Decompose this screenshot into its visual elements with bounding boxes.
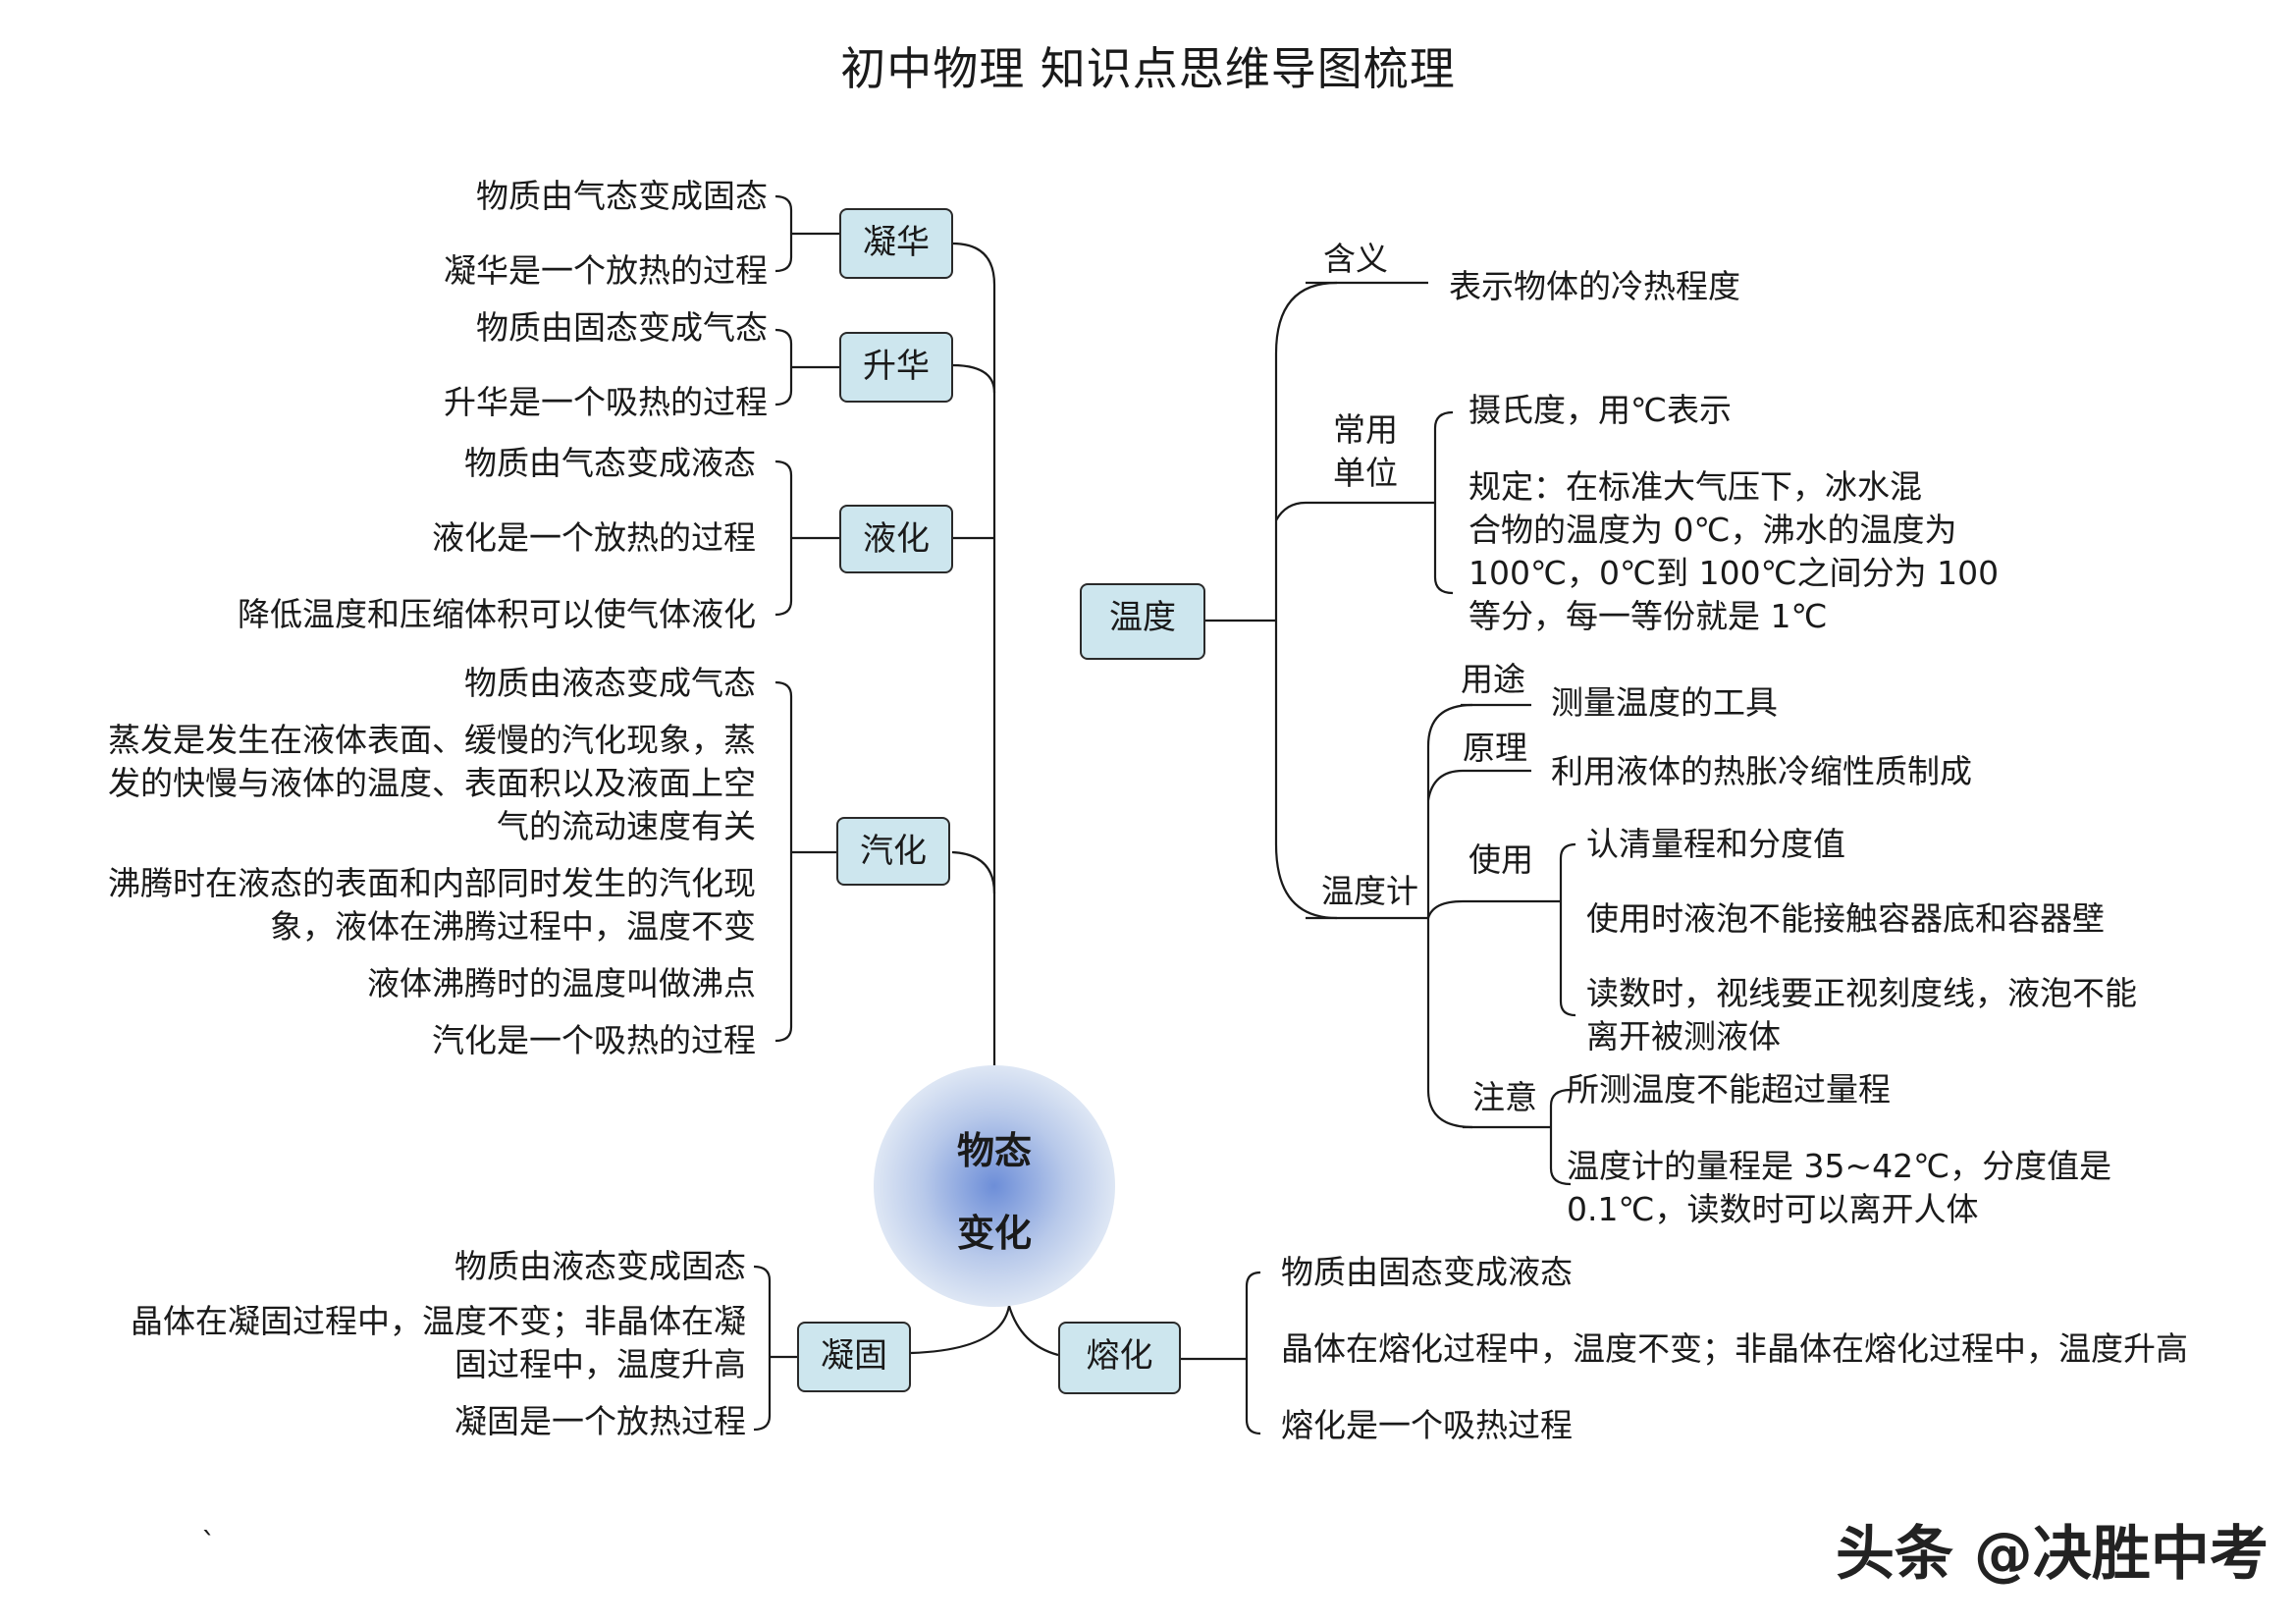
bracket-shenghua: [774, 328, 839, 406]
qihua-item: 液体沸腾时的温度叫做沸点: [367, 964, 756, 1002]
shiyong-item-line: 读数时，视线要正视刻度线，液泡不能: [1586, 974, 2137, 1012]
ninghua-item: 凝华是一个放热的过程: [444, 251, 768, 290]
danwei-item-line: 合物的温度为 0℃，沸水的温度为: [1468, 511, 1957, 549]
bracket-ninghua: [774, 194, 839, 273]
wendu-danwei-line: [1275, 501, 1428, 521]
shiyong-bracket: [1551, 842, 1576, 1017]
zhuyi-item-line: 0.1℃，读数时可以离开人体: [1567, 1190, 1979, 1228]
ninghua-item: 物质由气态变成固态: [476, 177, 768, 215]
qihua-item-line: 沸腾时在液态的表面和内部同时发生的汽化现: [108, 864, 756, 902]
wenduji-label: 温度计: [1321, 872, 1418, 910]
shiyong-item-line: 离开被测液体: [1586, 1017, 1781, 1056]
shenghua-item: 物质由固态变成气态: [476, 308, 768, 347]
zhuyi-label: 注意: [1472, 1078, 1537, 1116]
yuanli-label: 原理: [1463, 729, 1527, 767]
node-ninggu: 凝固: [797, 1322, 911, 1392]
zhuyi-item-line: 温度计的量程是 35~42℃，分度值是: [1567, 1147, 2112, 1185]
danwei-item-line: 等分，每一等份就是 1℃: [1468, 597, 1828, 635]
shiyong-item: 使用时液泡不能接触容器底和容器壁: [1586, 899, 2105, 938]
danwei-item-line: 100℃，0℃到 100℃之间分为 100: [1468, 554, 2000, 592]
ronghua-item: 晶体在熔化过程中，温度不变；非晶体在熔化过程中，温度升高: [1281, 1329, 2188, 1368]
danwei-label-line1: 常用: [1333, 410, 1398, 449]
danwei-bracket: [1428, 410, 1454, 595]
node-wendu: 温度: [1080, 583, 1205, 660]
link-shenghua: [951, 363, 996, 394]
ronghua-item: 物质由固态变成液态: [1281, 1253, 1573, 1291]
node-yehua: 液化: [839, 505, 953, 573]
ronghua-item: 熔化是一个吸热过程: [1281, 1406, 1573, 1444]
ninggu-item: 物质由液态变成固态: [454, 1247, 746, 1285]
zhuyi-item: 所测温度不能超过量程: [1567, 1070, 1891, 1109]
watermark: 头条 @决胜中考: [1836, 1520, 2269, 1589]
node-ronghua: 熔化: [1058, 1322, 1181, 1394]
center-node: 物态 变化: [874, 1065, 1115, 1307]
yuanli-line: [1426, 769, 1531, 801]
yongtu-text: 测量温度的工具: [1551, 683, 1778, 722]
zhuyi-bracket: [1549, 1088, 1572, 1186]
qihua-item-line: 发的快慢与液体的温度、表面积以及液面上空: [108, 764, 756, 802]
page-title: 初中物理 知识点思维导图梳理: [840, 42, 1456, 95]
qihua-item: 物质由液态变成气态: [464, 664, 756, 702]
yehua-item: 物质由气态变成液态: [464, 444, 756, 482]
ninggu-item-line: 固过程中，温度升高: [454, 1345, 746, 1383]
node-qihua: 汽化: [836, 817, 950, 886]
bracket-qihua: [774, 680, 836, 1043]
node-shenghua: 升华: [839, 332, 953, 403]
link-ronghua: [1007, 1305, 1059, 1357]
bracket-yehua: [774, 460, 839, 617]
qihua-item-line: 气的流动速度有关: [497, 807, 756, 845]
yongtu-label: 用途: [1461, 660, 1525, 698]
wendu-main-bracket: [1274, 281, 1338, 920]
danwei-label-line2: 单位: [1333, 454, 1398, 492]
hanyi-text: 表示物体的冷热程度: [1449, 267, 1740, 305]
node-ninghua: 凝华: [839, 208, 953, 279]
shenghua-item: 升华是一个吸热的过程: [444, 383, 768, 421]
bracket-ronghua: [1181, 1271, 1261, 1435]
danwei-item: 摄氏度，用℃表示: [1468, 391, 1733, 429]
yehua-item: 降低温度和压缩体积可以使气体液化: [238, 595, 756, 633]
link-qihua: [951, 850, 996, 894]
qihua-item-line: 蒸发是发生在液体表面、缓慢的汽化现象，蒸: [108, 721, 756, 759]
yuanli-text: 利用液体的热胀冷缩性质制成: [1551, 752, 1972, 790]
bracket-ninggu: [753, 1265, 797, 1432]
qihua-item: 汽化是一个吸热的过程: [432, 1021, 756, 1059]
trunk-left: [951, 242, 996, 1065]
hanyi-label: 含义: [1323, 240, 1388, 278]
yehua-item: 液化是一个放热的过程: [432, 518, 756, 557]
qihua-item-line: 象，液体在沸腾过程中，温度不变: [270, 907, 756, 946]
link-ninggu: [910, 1305, 1011, 1355]
shiyong-line: [1426, 899, 1551, 919]
center-label-line2: 变化: [956, 1212, 1032, 1255]
shiyong-item: 认清量程和分度值: [1586, 825, 1845, 863]
ninggu-item-line: 晶体在凝固过程中，温度不变；非晶体在凝: [131, 1302, 746, 1340]
center-label-line1: 物态: [956, 1129, 1032, 1172]
shiyong-label: 使用: [1468, 840, 1533, 879]
danwei-item-line: 规定：在标准大气压下，冰水混: [1468, 467, 1922, 506]
stray-mark: `: [201, 1527, 216, 1561]
ninggu-item: 凝固是一个放热过程: [454, 1402, 746, 1440]
